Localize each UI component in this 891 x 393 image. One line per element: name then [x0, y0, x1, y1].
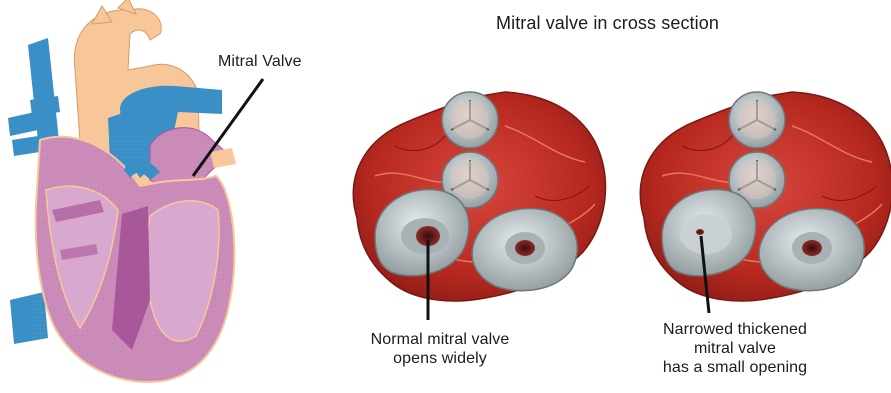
narrowed-caption-line: Narrowed thickened: [640, 320, 830, 339]
narrowed-valve-caption: Narrowed thickened mitral valve has a sm…: [640, 320, 830, 377]
figure-title: Mitral valve in cross section: [496, 12, 719, 34]
mitral-valve-label: Mitral Valve: [218, 52, 302, 71]
normal-caption-line: Normal mitral valve: [359, 330, 521, 349]
cross-section-normal: [353, 92, 605, 301]
small-opening: [696, 229, 704, 235]
normal-valve-caption: Normal mitral valve opens widely: [359, 330, 521, 368]
heart-illustration: [8, 0, 250, 390]
narrowed-caption-line: has a small opening: [640, 358, 830, 377]
cross-section-narrowed: [640, 92, 891, 301]
normal-caption-line: opens widely: [359, 349, 521, 368]
narrowed-caption-line: mitral valve: [640, 339, 830, 358]
